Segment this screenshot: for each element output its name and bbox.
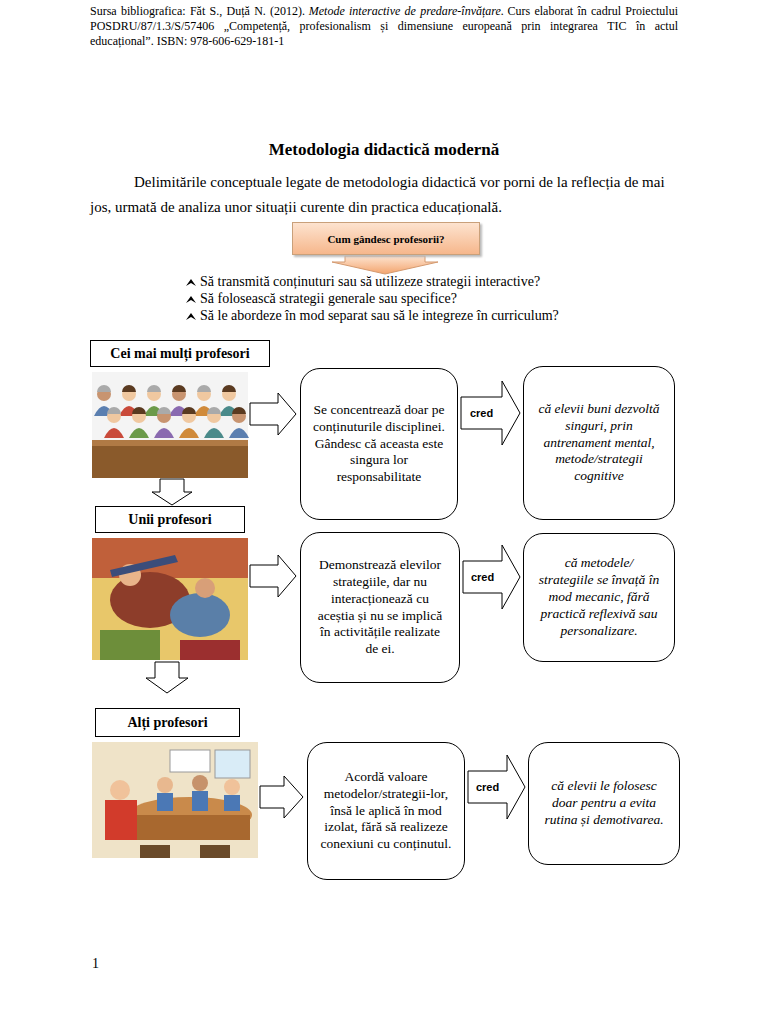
block-arrow <box>461 381 520 445</box>
node-text: Demonstrează elevilor strategiile, dar n… <box>313 557 447 658</box>
demonstration-picture <box>92 538 248 660</box>
node-text: Cum gândesc profesorii? <box>327 233 444 245</box>
node-text: că metodele/ strategiile se învață în mo… <box>536 555 662 639</box>
down-arrow <box>332 256 438 274</box>
edge-label: cred <box>468 407 495 420</box>
belief-box: că metodele/ strategiile se învață în mo… <box>523 533 675 662</box>
question-bullet: Să folosească strategii generale sau spe… <box>200 291 457 307</box>
process-box: Acordă valoare metodelor/strategii-lor, … <box>307 742 465 880</box>
question-box: Cum gândesc profesorii? <box>292 222 480 255</box>
page-title: Metodologia didactică modernă <box>90 140 678 160</box>
process-box: Se concentrează doar pe conținuturile di… <box>300 368 458 520</box>
edge-label: cred <box>469 571 496 584</box>
intro-paragraph: Delimitările conceptuale legate de metod… <box>90 170 680 220</box>
process-box: Demonstrează elevilor strategiile, dar n… <box>300 532 460 683</box>
audience-picture <box>92 372 249 478</box>
belief-box: că elevii buni dezvoltă singuri, prin an… <box>523 366 675 520</box>
page-number: 1 <box>92 956 99 972</box>
group-header: Cei mai mulți profesori <box>90 340 270 367</box>
node-text: Cei mai mulți profesori <box>110 346 249 362</box>
hollow-arrow <box>250 393 303 818</box>
node-text: Unii profesori <box>128 512 211 528</box>
source-text: Sursa bibliografica: Făt S., Duță N. (20… <box>90 4 305 18</box>
node-text: Se concentrează doar pe conținuturile di… <box>313 402 445 486</box>
question-bullet: Să le abordeze în mod separat sau să le … <box>200 308 559 324</box>
question-bullet: Să transmită conținuturi sau să utilizez… <box>200 274 540 290</box>
classroom-picture <box>92 742 258 858</box>
source-text: Metode interactive de predare-învățare. <box>309 4 504 18</box>
node-text: Acordă valoare metodelor/strategii-lor, … <box>320 769 452 853</box>
edge-label: cred <box>474 781 501 794</box>
bullet-marks <box>186 279 196 320</box>
node-text: Alți profesori <box>127 715 207 731</box>
belief-box: că elevii le folosesc doar pentru a evit… <box>528 742 680 865</box>
block-arrow <box>463 545 520 609</box>
block-arrow <box>468 755 525 819</box>
source-note: Sursa bibliografica: Făt S., Duță N. (20… <box>90 4 678 49</box>
group-header: Unii profesori <box>95 506 245 533</box>
group-header: Alți profesori <box>95 708 240 737</box>
node-text: că elevii le folosesc doar pentru a evit… <box>541 778 667 829</box>
node-text: că elevii buni dezvoltă singuri, prin an… <box>536 401 662 485</box>
